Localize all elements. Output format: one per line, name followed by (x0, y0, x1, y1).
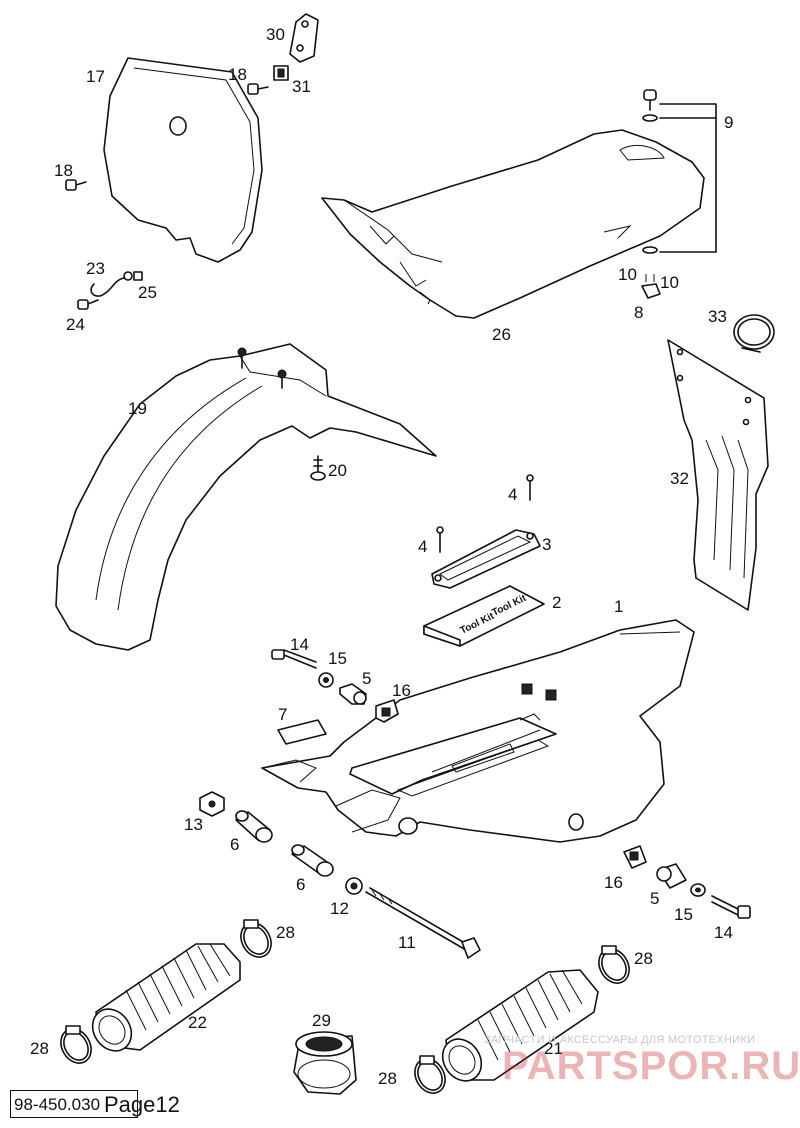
grommet-part (293, 1031, 357, 1095)
part-label-33: 33 (708, 307, 727, 326)
left-spacers (199, 791, 334, 877)
part-label-5b: 5 (650, 889, 659, 908)
label-sticker-part (277, 719, 327, 745)
part-label-28d: 28 (378, 1069, 397, 1088)
axle-bolt-part (345, 877, 481, 959)
part-label-28c: 28 (634, 949, 653, 968)
part-label-6b: 6 (296, 875, 305, 894)
part-label-26: 26 (492, 325, 511, 344)
part-label-18a: 18 (228, 65, 247, 84)
part-label-32: 32 (670, 469, 689, 488)
part-label-21: 21 (544, 1039, 563, 1058)
part-label-3: 3 (542, 535, 551, 554)
part-label-2: 2 (552, 593, 561, 612)
part-label-10b: 10 (660, 273, 679, 292)
small-fasteners (77, 271, 143, 310)
part-label-28b: 28 (30, 1039, 49, 1058)
rear-fender-part (261, 619, 695, 843)
part-label-9: 9 (724, 113, 733, 132)
part-label-25: 25 (138, 283, 157, 302)
hose-clamps (60, 919, 630, 1094)
part-label-14b: 14 (714, 923, 733, 942)
toolbox-lid-part (431, 529, 541, 589)
seat-part (321, 129, 705, 319)
part-label-4a: 4 (508, 485, 517, 504)
left-rubber-boot (91, 943, 241, 1052)
part-label-8: 8 (634, 303, 643, 322)
left-mount-hardware (271, 649, 399, 723)
watermark-tagline: ЗАПЧАСТИ И АКСЕССУАРЫ ДЛЯ МОТОТЕХНИКИ (484, 1034, 756, 1046)
part-label-10a: 10 (618, 265, 637, 284)
part-label-17: 17 (86, 67, 105, 86)
catalog-code: 98-450.030 (14, 1095, 101, 1114)
part-label-24: 24 (66, 315, 85, 334)
part-label-13: 13 (184, 815, 203, 834)
part-label-28a: 28 (276, 923, 295, 942)
screw-parts (65, 83, 269, 191)
lid-screws (436, 474, 534, 553)
part-label-29: 29 (312, 1011, 331, 1030)
bracket-part (273, 13, 319, 81)
part-label-22: 22 (188, 1013, 207, 1032)
right-mount-hardware (623, 845, 751, 919)
part-label-16a: 16 (392, 681, 411, 700)
part-label-30: 30 (266, 25, 285, 44)
part-label-19: 19 (128, 399, 147, 418)
part-label-31: 31 (292, 77, 311, 96)
fender-screw (310, 455, 326, 481)
part-label-5a: 5 (362, 669, 371, 688)
tool-kit-box-part: Tool Kit Tool Kit (423, 585, 545, 647)
part-label-11: 11 (398, 933, 416, 952)
number-plate-part (103, 57, 263, 263)
catalog-code-box (10, 1090, 138, 1118)
part-labels: 1 2 3 4 4 5 5 6 6 7 8 9 10 10 11 12 13 1… (30, 25, 733, 1088)
right-rubber-boot (441, 969, 599, 1082)
part-label-7: 7 (278, 705, 287, 724)
part-label-14a: 14 (290, 635, 309, 654)
part-label-15b: 15 (674, 905, 693, 924)
watermark-brand: PARTSPOR.RU (502, 1044, 800, 1088)
part-label-15a: 15 (328, 649, 347, 668)
clamp-part (733, 314, 775, 353)
part-label-23: 23 (86, 259, 105, 278)
mud-flap-part (667, 339, 769, 611)
part-label-6a: 6 (230, 835, 239, 854)
front-fender-part (55, 343, 437, 651)
part-label-1: 1 (614, 597, 623, 616)
page-number: Page12 (104, 1092, 180, 1117)
part-label-12: 12 (330, 899, 349, 918)
part-label-16b: 16 (604, 873, 623, 892)
seat-fasteners (641, 89, 717, 299)
part-label-20: 20 (328, 461, 347, 480)
part-label-4b: 4 (418, 537, 427, 556)
part-label-18b: 18 (54, 161, 73, 180)
